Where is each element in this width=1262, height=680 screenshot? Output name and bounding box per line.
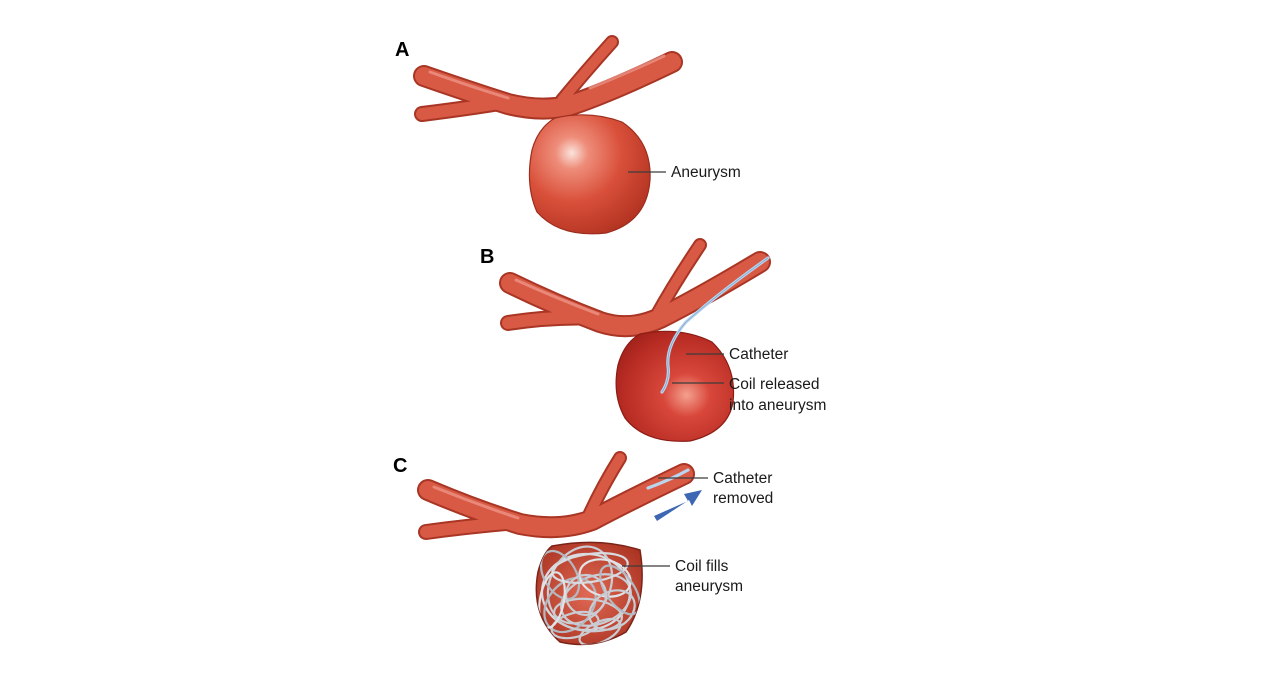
- panel-c-vessels: [417, 451, 695, 540]
- label-catheter-removed-2: removed: [713, 490, 773, 507]
- panel-b-vessels: [499, 238, 771, 338]
- panel-a-vessels: [413, 35, 683, 122]
- label-coil-fills-1: Coil fills: [675, 558, 729, 575]
- catheter-c: [646, 468, 690, 490]
- label-catheter: Catheter: [729, 346, 788, 363]
- panel-a-letter: A: [395, 39, 409, 61]
- label-coil-fills-2: aneurysm: [675, 578, 743, 595]
- label-aneurysm: Aneurysm: [671, 164, 741, 181]
- aneurysm-sac-b: [615, 330, 735, 442]
- panel-c: C C: [393, 451, 773, 646]
- panel-b: B Catheter Coil released into aneurysm: [480, 238, 826, 442]
- coil-mass: [538, 545, 641, 645]
- panel-a: A Aneurysm: [395, 35, 741, 235]
- panel-b-letter: B: [480, 246, 494, 268]
- catheter-b-edge: [661, 257, 769, 393]
- retraction-arrow: [654, 490, 702, 521]
- aneurysm-sac-a: [528, 114, 651, 235]
- panel-c-letter: C: [393, 455, 407, 477]
- label-coil-released-1: Coil released: [729, 376, 819, 393]
- label-catheter-removed-1: Catheter: [713, 470, 772, 487]
- label-coil-released-2: into aneurysm: [729, 397, 826, 414]
